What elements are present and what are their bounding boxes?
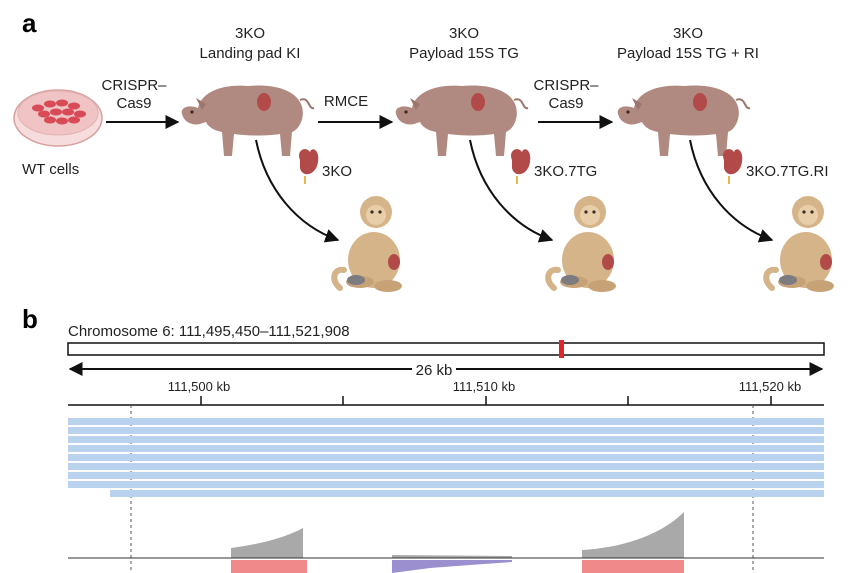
step-1-label-line2: Cas9 (116, 95, 151, 112)
read-bar (68, 472, 824, 479)
read-bar (110, 490, 824, 497)
panel-label-a: a (22, 8, 37, 38)
monkey-icon (766, 196, 834, 292)
chromosome-label: Chromosome 6: 111,495,450–111,521,908 (68, 323, 350, 340)
kidney-1-label: 3KO (322, 163, 352, 180)
region-marker (559, 340, 564, 358)
monkey-icon (548, 196, 616, 292)
read-bar (68, 454, 824, 461)
span-label-bg (412, 360, 456, 378)
step-3-label-line2: Cas9 (548, 95, 583, 112)
step-arrow-3: CRISPR– Cas9 (533, 77, 614, 129)
step-3-label-line1: CRISPR– (533, 77, 599, 94)
petri-dish-icon (13, 89, 103, 147)
coverage-peak-left (231, 528, 303, 558)
step-arrow-1: CRISPR– Cas9 (101, 77, 180, 129)
coverage-low-mid (392, 555, 512, 558)
chromosome-bar (67, 342, 825, 356)
wt-cells-label: WT cells (22, 161, 79, 178)
feature-mid (392, 560, 512, 573)
transplant-arrow-1 (255, 139, 340, 243)
pig-1-title-top: 3KO (235, 25, 265, 42)
transplant-arrow-3 (689, 139, 774, 243)
monkey-icon (331, 196, 402, 292)
read-bar (68, 481, 824, 488)
read-bar (68, 463, 824, 470)
kidney-icon (511, 149, 531, 184)
span-label: 26 kb (416, 362, 453, 379)
feature-left (231, 560, 307, 573)
pig-2-title-bottom: Payload 15S TG (409, 45, 519, 62)
coverage-peak-right (582, 512, 684, 558)
step-1-label-line1: CRISPR– (101, 77, 167, 94)
pig-2-title-top: 3KO (449, 25, 479, 42)
pig-icon (394, 84, 529, 157)
read-bar (68, 427, 824, 434)
read-bar (68, 445, 824, 452)
step-2-label: RMCE (324, 93, 368, 110)
pig-3-title-bottom: Payload 15S TG + RI (617, 45, 759, 62)
ruler-axis (68, 396, 824, 406)
kidney-icon (299, 149, 319, 184)
kidney-icon (723, 149, 743, 184)
read-bar (68, 418, 824, 425)
pig-1-title-bottom: Landing pad KI (200, 45, 301, 62)
tick-label-3: 111,520 kb (739, 379, 801, 394)
kidney-2-label: 3KO.7TG (534, 163, 597, 180)
pig-3-title-top: 3KO (673, 25, 703, 42)
panel-label-b: b (22, 304, 38, 334)
step-arrow-2: RMCE (318, 93, 394, 129)
transplant-arrow-2 (469, 139, 554, 243)
tick-label-1: 111,500 kb (168, 379, 230, 394)
long-read-track (68, 418, 824, 497)
pig-icon (616, 84, 751, 157)
tick-label-2: 111,510 kb (453, 379, 515, 394)
feature-right (582, 560, 684, 573)
pig-icon (181, 85, 315, 156)
read-bar (68, 436, 824, 443)
kidney-3-label: 3KO.7TG.RI (746, 163, 829, 180)
